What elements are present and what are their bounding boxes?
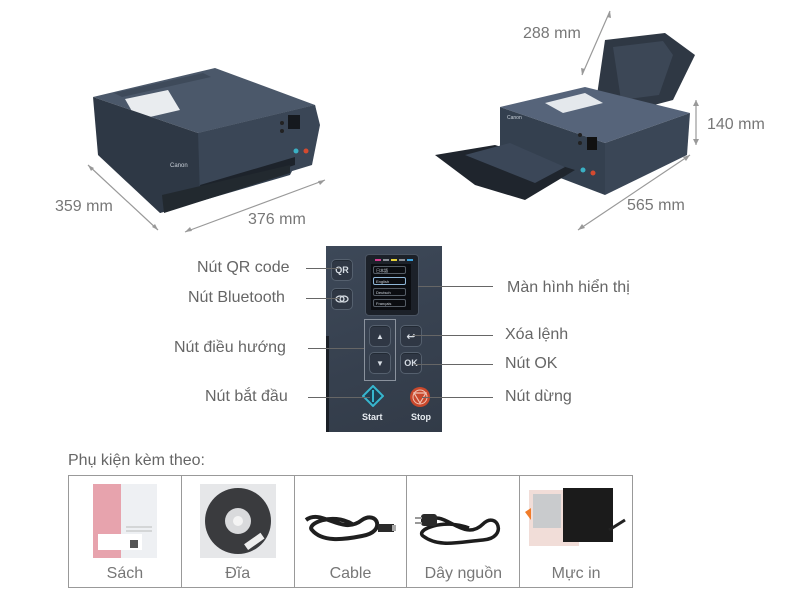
printer-open-illustration: Canon (435, 33, 695, 200)
leader-line-bluetooth (306, 298, 340, 299)
menu-item-selected[interactable]: English (373, 277, 406, 285)
accessories-title: Phụ kiện kèm theo: (68, 452, 205, 469)
usb-cable-icon (305, 515, 397, 542)
book-icon (92, 484, 157, 558)
ink-cartridge-image (521, 482, 631, 552)
accessory-power-cord: Dây nguồn (407, 476, 521, 587)
accessory-name: Dây nguồn (424, 565, 502, 582)
accessory-name: Sách (106, 565, 144, 582)
accessory-name: Đĩa (225, 565, 251, 582)
nav-up-button[interactable]: ▲ (369, 325, 391, 347)
manual-image (90, 482, 160, 560)
dimension-height: 140 mm (707, 116, 765, 133)
accessory-ink: Mực in (520, 476, 632, 587)
menu-item[interactable]: 日本語 (373, 266, 406, 274)
start-button[interactable] (361, 384, 385, 408)
accessory-name: Cable (329, 565, 372, 582)
label-qr-code: Nút QR code (197, 259, 290, 276)
label-back: Xóa lệnh (505, 326, 569, 343)
leader-line-display (418, 286, 493, 287)
display-screen: 日本語 English Deutsch Français (365, 254, 419, 316)
label-bluetooth: Nút Bluetooth (188, 289, 285, 306)
start-label: Start (362, 412, 383, 422)
accessory-manual: Sách (69, 476, 182, 587)
accessory-disc: Đĩa (182, 476, 295, 587)
ink-indicator-magenta (375, 259, 381, 261)
leader-line-navigation (308, 348, 364, 349)
dimension-paper-tray: 288 mm (523, 25, 581, 42)
stop-label: Stop (411, 412, 431, 422)
printer-closed-illustration: Canon (93, 68, 320, 213)
power-cord-icon (415, 514, 501, 546)
dimension-arrows-open (577, 10, 699, 231)
label-navigation: Nút điều hướng (174, 339, 286, 356)
dimension-depth-closed: 359 mm (55, 198, 113, 215)
printer-open-image: Canon (435, 15, 695, 215)
back-button[interactable]: ↩ (400, 325, 422, 347)
dimension-width-open: 565 mm (627, 197, 685, 214)
stop-icon (410, 387, 430, 407)
ink-indicator-gray2 (399, 259, 405, 261)
leader-line-ok (414, 364, 493, 365)
printer-closed-image: Canon (90, 65, 330, 225)
canon-logo: Canon (170, 163, 188, 169)
bluetooth-button[interactable] (331, 288, 353, 310)
power-cord-image (413, 504, 513, 550)
bluetooth-link-icon (335, 295, 349, 303)
disc-image (199, 484, 276, 558)
stop-button[interactable] (409, 386, 431, 408)
dimension-width-closed: 376 mm (248, 211, 306, 228)
menu-item[interactable]: Deutsch (373, 288, 406, 296)
leader-line-start (308, 397, 370, 398)
ink-indicator-cyan (407, 259, 413, 261)
ink-cartridge-icon (525, 488, 626, 546)
navigation-group (364, 319, 396, 381)
ink-indicator-yellow (391, 259, 397, 261)
label-stop: Nút dừng (505, 388, 572, 405)
cd-icon (199, 484, 276, 558)
qr-code-button[interactable]: QR (331, 259, 353, 281)
cable-image (302, 502, 398, 552)
leader-line-qr (306, 268, 340, 269)
ink-indicator-gray (383, 259, 389, 261)
menu-item[interactable]: Français (373, 299, 406, 307)
dimension-arrows-closed (87, 164, 326, 233)
label-ok: Nút OK (505, 355, 558, 372)
label-start: Nút bắt đầu (205, 388, 288, 405)
accessories-table: Sách Đĩa Cable (68, 475, 633, 588)
screen-content: 日本語 English Deutsch Français (371, 264, 411, 310)
leader-line-back (412, 335, 493, 336)
label-display: Màn hình hiển thị (507, 279, 630, 296)
ok-button[interactable]: OK (400, 352, 422, 374)
leader-line-stop (422, 397, 493, 398)
panel-edge (326, 336, 329, 432)
start-diamond-icon (361, 384, 385, 408)
canon-logo-open: Canon (507, 115, 522, 121)
nav-down-button[interactable]: ▼ (369, 352, 391, 374)
accessory-cable: Cable (295, 476, 408, 587)
accessory-name: Mực in (551, 565, 601, 582)
